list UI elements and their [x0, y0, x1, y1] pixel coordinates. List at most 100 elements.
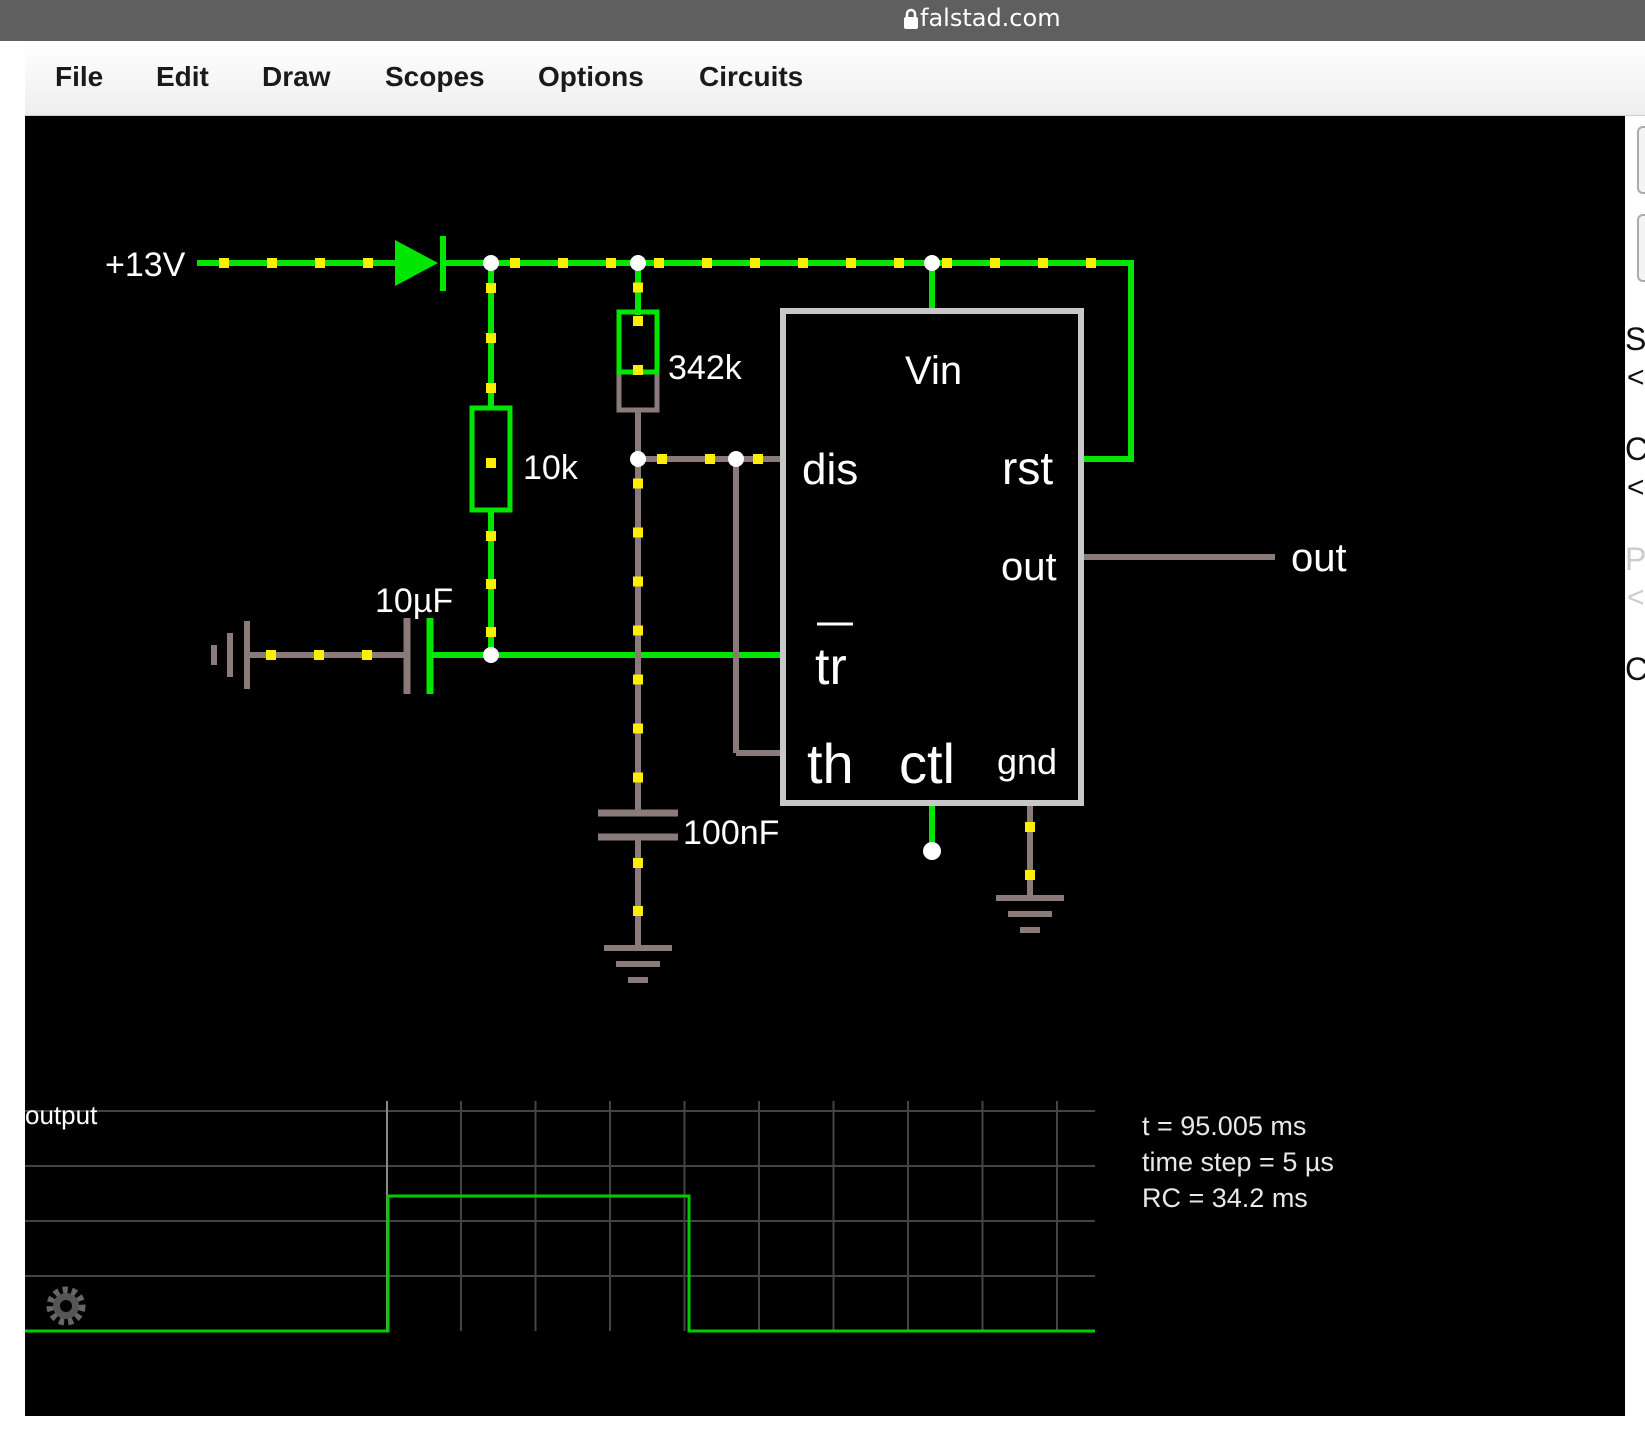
current-dot — [633, 316, 643, 326]
current-dot — [267, 258, 277, 268]
menu-bar: File Edit Draw Scopes Options Circuits — [25, 41, 1645, 116]
info-time: t = 95.005 ms — [1142, 1111, 1306, 1141]
current-dot — [314, 650, 324, 660]
current-dot — [750, 258, 760, 268]
capacitor-10uF[interactable] — [403, 618, 434, 694]
pin-dis: dis — [802, 445, 858, 494]
side-arrow-3[interactable]: < — [1627, 581, 1645, 614]
current-dot — [633, 625, 643, 636]
lock-icon — [904, 8, 918, 29]
pin-tr: tr — [815, 638, 847, 696]
pin-vin: Vin — [905, 349, 962, 393]
gear-icon[interactable] — [46, 1286, 86, 1326]
current-dot — [1025, 870, 1035, 880]
scope-grid — [25, 1101, 1095, 1331]
current-dot — [486, 283, 496, 293]
supply-label: +13V — [105, 246, 186, 284]
bottom-strip — [25, 1416, 1625, 1434]
side-button-2[interactable] — [1637, 214, 1645, 282]
pin-ctl: ctl — [899, 732, 955, 795]
pin-out: out — [1001, 545, 1057, 589]
circuit-svg[interactable]: +13V 342k 10k 10µF 100nF Vin dis rst out… — [25, 116, 1625, 1416]
current-dot — [990, 258, 1000, 268]
side-button-1[interactable] — [1637, 126, 1645, 194]
current-dot — [702, 258, 712, 268]
current-dot — [633, 674, 643, 685]
side-arrow-2[interactable]: < — [1627, 471, 1645, 504]
current-dot — [705, 454, 715, 464]
scope-label: output — [25, 1100, 98, 1130]
side-letter-2: C — [1625, 431, 1645, 467]
resistor-10k[interactable] — [469, 405, 513, 513]
current-dot — [753, 454, 763, 464]
resistor-342k[interactable] — [616, 309, 660, 413]
current-dot — [1025, 822, 1035, 832]
scope-trace — [25, 1194, 1095, 1333]
browser-url-bar[interactable]: falstad.com — [0, 0, 1645, 41]
c2-label: 100nF — [683, 814, 779, 852]
side-arrow-1[interactable]: < — [1627, 361, 1645, 394]
current-dot — [846, 258, 856, 268]
current-dot — [633, 772, 643, 783]
current-dot — [633, 858, 643, 868]
current-dot — [486, 333, 496, 343]
circuit-canvas[interactable]: +13V 342k 10k 10µF 100nF Vin dis rst out… — [25, 116, 1625, 1416]
current-dot — [219, 258, 229, 268]
current-dot — [894, 258, 904, 268]
diode[interactable] — [395, 236, 446, 291]
current-dot — [558, 258, 568, 268]
ground-ic — [996, 895, 1064, 933]
menu-options[interactable]: Options — [538, 61, 644, 92]
current-dot — [633, 282, 643, 293]
current-dot — [486, 458, 496, 468]
scope[interactable]: output — [25, 1100, 1095, 1333]
current-dot — [486, 579, 496, 589]
current-dot — [363, 258, 373, 268]
pin-gnd: gnd — [997, 741, 1057, 782]
c1-label: 10µF — [375, 582, 453, 620]
current-dot — [633, 906, 643, 916]
current-dot — [486, 627, 496, 637]
menu-file[interactable]: File — [55, 61, 104, 92]
capacitor-100nF[interactable] — [598, 809, 678, 841]
current-dots — [219, 258, 1096, 916]
current-dot — [942, 258, 952, 268]
current-dot — [798, 258, 808, 268]
info-rc: RC = 34.2 ms — [1142, 1183, 1308, 1213]
output-label: out — [1291, 536, 1347, 580]
menu-draw[interactable]: Draw — [262, 61, 331, 92]
side-letter-3: P — [1625, 541, 1645, 577]
ground-100nF — [604, 945, 672, 983]
current-dot — [510, 258, 520, 268]
ic-555-body[interactable] — [780, 308, 1084, 806]
current-dot — [633, 723, 643, 734]
current-dot — [1038, 258, 1048, 268]
side-panel: S < C < P < C — [1625, 116, 1645, 1434]
side-letter-1: S — [1625, 321, 1645, 357]
r2-label: 10k — [523, 449, 579, 487]
menu-scopes[interactable]: Scopes — [385, 61, 485, 92]
side-letter-4: C — [1625, 651, 1645, 687]
pin-th: th — [807, 732, 854, 795]
info-time-step: time step = 5 µs — [1142, 1147, 1334, 1177]
current-dot — [633, 365, 643, 375]
pin-rst: rst — [1002, 442, 1053, 494]
left-gutter — [0, 41, 22, 1434]
current-dot — [486, 531, 496, 541]
circuit-nodes — [483, 255, 941, 860]
current-dot — [654, 258, 664, 268]
ground-left — [211, 621, 250, 689]
r1-label: 342k — [668, 349, 743, 387]
current-dot — [633, 576, 643, 587]
current-dot — [315, 258, 325, 268]
current-dot — [633, 527, 643, 538]
current-dot — [266, 650, 276, 660]
url-text[interactable]: falstad.com — [920, 4, 1061, 32]
current-dot — [633, 478, 643, 489]
menu-circuits[interactable]: Circuits — [699, 61, 804, 92]
current-dot — [362, 650, 372, 660]
menu-edit[interactable]: Edit — [156, 61, 209, 92]
current-dot — [1086, 258, 1096, 268]
current-dot — [657, 454, 667, 464]
current-dot — [486, 383, 496, 393]
